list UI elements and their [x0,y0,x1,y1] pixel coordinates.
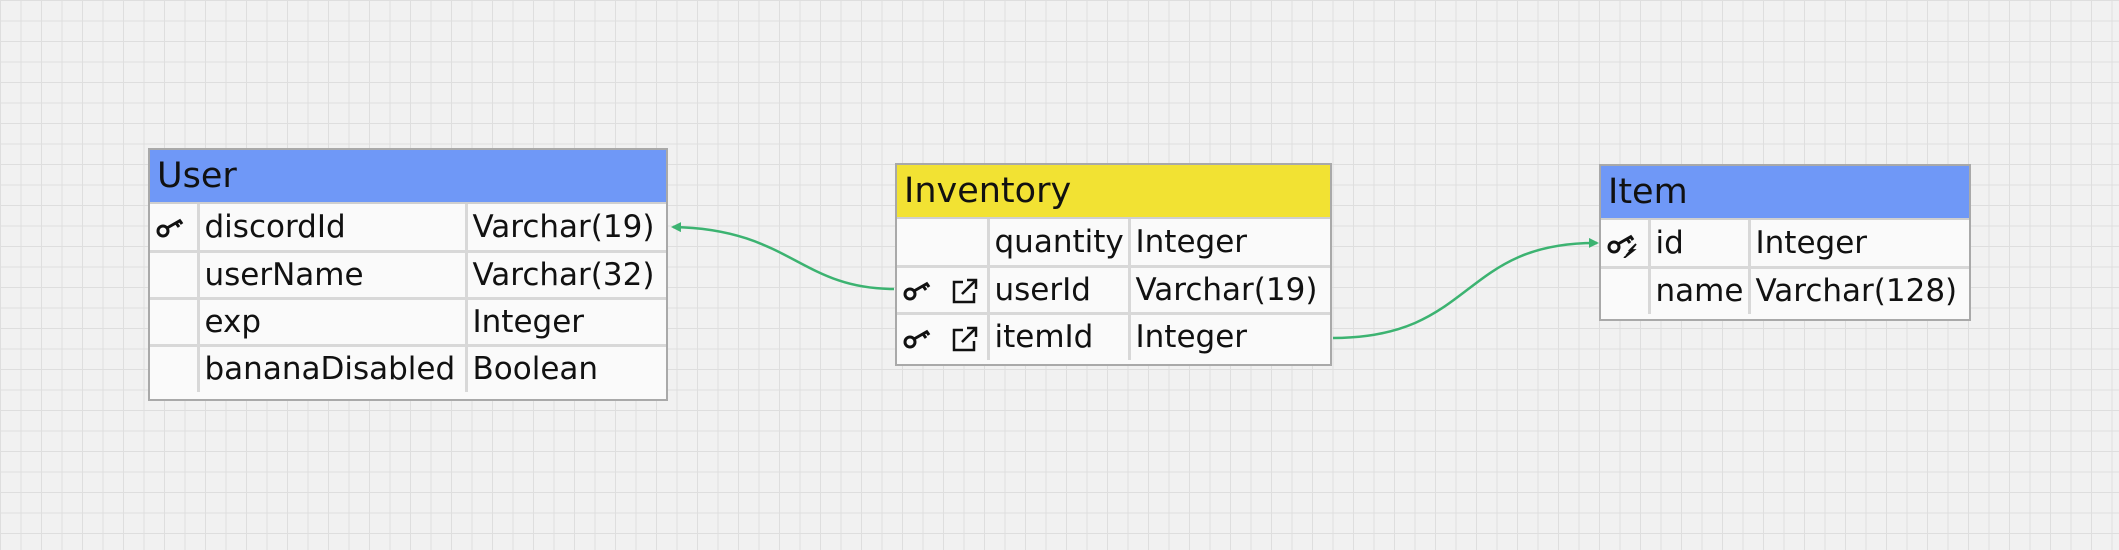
row-icons [150,204,198,251]
key-icon [155,215,185,241]
table-row[interactable]: bananaDisabled Boolean [150,343,666,392]
field-type: Integer [1127,219,1330,266]
entity-inventory-fields: quantity Integer userId Varchar(19) [897,219,1330,360]
entity-item[interactable]: Item id Integer name Varchar(128) [1599,164,1971,321]
entity-item-fields: id Integer name Varchar(128) [1601,220,1969,314]
row-icons [150,249,198,298]
row-icons [150,343,198,392]
field-type: Integer [1747,220,1969,267]
field-name: quantity [986,219,1129,266]
field-name: bananaDisabled [196,343,466,392]
foreign-key-icon [950,324,980,354]
row-icons [150,296,198,345]
row-icons [897,264,988,313]
relation-itemid-to-id[interactable] [1332,237,1599,340]
field-type: Integer [1127,311,1330,360]
field-type: Boolean [464,343,666,392]
field-name: itemId [986,311,1129,360]
field-type: Varchar(19) [1127,264,1330,313]
table-row[interactable]: discordId Varchar(19) [150,204,666,251]
table-row[interactable]: userName Varchar(32) [150,249,666,298]
entity-item-title: Item [1601,166,1969,220]
key-icon [902,278,932,304]
row-icons [897,219,988,266]
entity-user[interactable]: User discordId Varchar(19) userName Varc… [148,148,668,401]
field-name: discordId [196,204,466,251]
field-name: exp [196,296,466,345]
table-row[interactable]: quantity Integer [897,219,1330,266]
table-row[interactable]: itemId Integer [897,311,1330,360]
entity-inventory-title: Inventory [897,165,1330,219]
table-row[interactable]: userId Varchar(19) [897,264,1330,313]
table-row[interactable]: exp Integer [150,296,666,345]
field-name: userName [196,249,466,298]
entity-inventory[interactable]: Inventory quantity Integer userId Varc [895,163,1332,366]
field-type: Varchar(19) [464,204,666,251]
table-row[interactable]: id Integer [1601,220,1969,267]
field-type: Varchar(32) [464,249,666,298]
entity-user-title: User [150,150,666,204]
row-icons [897,311,988,360]
auto-increment-key-icon [1606,230,1638,259]
table-row[interactable]: name Varchar(128) [1601,265,1969,314]
relation-userid-to-discordid[interactable] [671,222,895,291]
row-icons [1601,220,1649,267]
field-type: Varchar(128) [1747,265,1969,314]
field-name: name [1647,265,1749,314]
foreign-key-icon [950,276,980,306]
field-type: Integer [464,296,666,345]
field-name: userId [986,264,1129,313]
row-icons [1601,265,1649,314]
entity-user-fields: discordId Varchar(19) userName Varchar(3… [150,204,666,392]
field-name: id [1647,220,1749,267]
key-icon [902,326,932,352]
